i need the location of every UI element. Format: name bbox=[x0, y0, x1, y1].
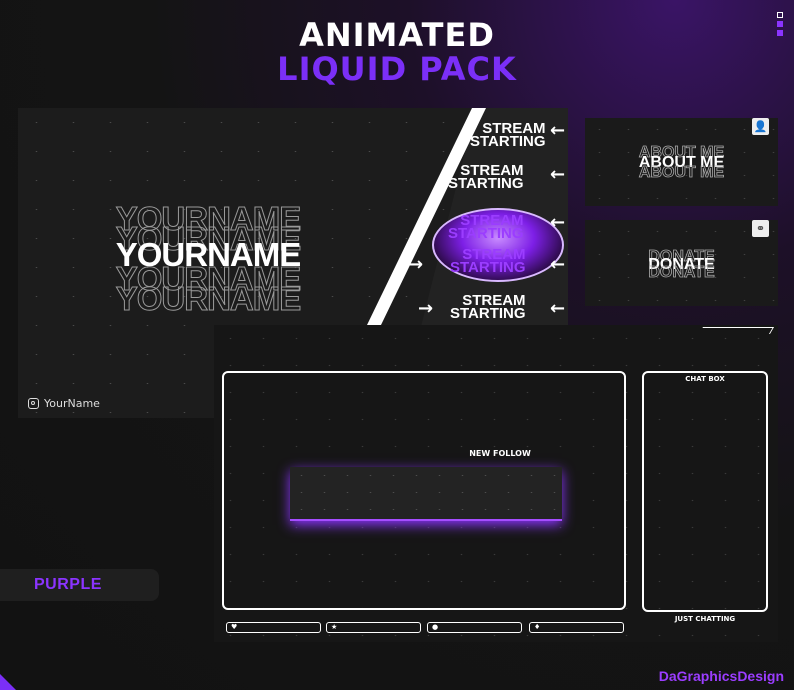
starting-text: STARTING bbox=[450, 259, 526, 276]
yourname-main: YOURNAME bbox=[115, 236, 302, 273]
arrow-left-icon: ← bbox=[550, 120, 566, 141]
about-me-label: ABOUT ME bbox=[638, 154, 725, 171]
stream-overlay-panel: CHAT BOX NEW FOLLOW JUST CHATTING ♥ ★ ● … bbox=[214, 325, 778, 642]
yourname-outline-1: YOURNAME bbox=[115, 200, 302, 238]
instagram-icon bbox=[28, 398, 39, 409]
stream-text: STREAM bbox=[460, 212, 524, 229]
yourname-outline-4: YOURNAME bbox=[115, 280, 302, 318]
about-me-ghost-label: ABOUT ME bbox=[638, 144, 725, 162]
donate-panel: DONATE DONATE DONATE bbox=[585, 220, 778, 306]
donate-icon: ⚭ bbox=[752, 220, 769, 237]
title-animated: ANIMATED bbox=[299, 16, 495, 54]
color-variant-pill: PURPLE bbox=[0, 569, 159, 601]
donate-ghost-label: DONATE bbox=[648, 248, 715, 266]
arrow-left-icon: ← bbox=[550, 212, 566, 233]
corner-triangle-decoration bbox=[0, 674, 16, 690]
social-pill: ♥ bbox=[226, 622, 321, 633]
starting-text: STARTING bbox=[450, 305, 526, 322]
camera-frame bbox=[222, 371, 626, 610]
social-handle: YourName bbox=[28, 397, 100, 410]
starting-text: STARTING bbox=[448, 175, 524, 192]
category-label: JUST CHATTING bbox=[674, 615, 736, 623]
chat-box-frame bbox=[642, 371, 768, 612]
starting-text: STARTING bbox=[448, 225, 524, 242]
corner-decoration bbox=[777, 12, 785, 39]
yourname-outline-2: YOURNAME bbox=[115, 220, 302, 258]
chat-icon: ● bbox=[432, 623, 439, 631]
color-variant-label: PURPLE bbox=[34, 576, 102, 593]
donate-label: DONATE bbox=[648, 256, 715, 273]
stream-text: STREAM bbox=[462, 246, 526, 263]
about-me-ghost-label: ABOUT ME bbox=[638, 164, 725, 182]
arrow-left-icon: ← bbox=[550, 164, 566, 185]
corner-line-decoration bbox=[698, 327, 775, 334]
arrow-left-icon: ← bbox=[550, 254, 566, 275]
stream-text: STREAM bbox=[482, 120, 546, 137]
donate-ghost-label: DONATE bbox=[648, 264, 715, 282]
star-icon: ★ bbox=[331, 623, 338, 631]
liquid-blob bbox=[432, 208, 564, 282]
social-pill: ♦ bbox=[529, 622, 624, 633]
about-me-panel: ABOUT ME ABOUT ME ABOUT ME bbox=[585, 118, 778, 206]
user-icon: 👤 bbox=[752, 118, 769, 135]
heart-icon: ♥ bbox=[231, 623, 238, 631]
drop-icon: ♦ bbox=[534, 623, 541, 631]
new-follow-label: NEW FOLLOW bbox=[469, 449, 531, 458]
new-follow-alert-bar bbox=[290, 467, 562, 521]
social-pill: ● bbox=[427, 622, 522, 633]
title-liquid-pack: LIQUID PACK bbox=[277, 50, 517, 88]
arrow-right-icon: → bbox=[408, 254, 424, 275]
yourname-outline-3: YOURNAME bbox=[115, 260, 302, 298]
chat-box-title: CHAT BOX bbox=[685, 375, 725, 383]
arrow-left-icon: ← bbox=[550, 298, 566, 319]
stream-text: STREAM bbox=[460, 162, 524, 179]
starting-text: STARTING bbox=[470, 133, 546, 150]
brand-label: DaGraphicsDesign bbox=[658, 668, 784, 684]
social-handle-text: YourName bbox=[44, 397, 100, 410]
arrow-right-icon: → bbox=[418, 298, 434, 319]
stream-text: STREAM bbox=[462, 292, 526, 309]
social-pill: ★ bbox=[326, 622, 421, 633]
